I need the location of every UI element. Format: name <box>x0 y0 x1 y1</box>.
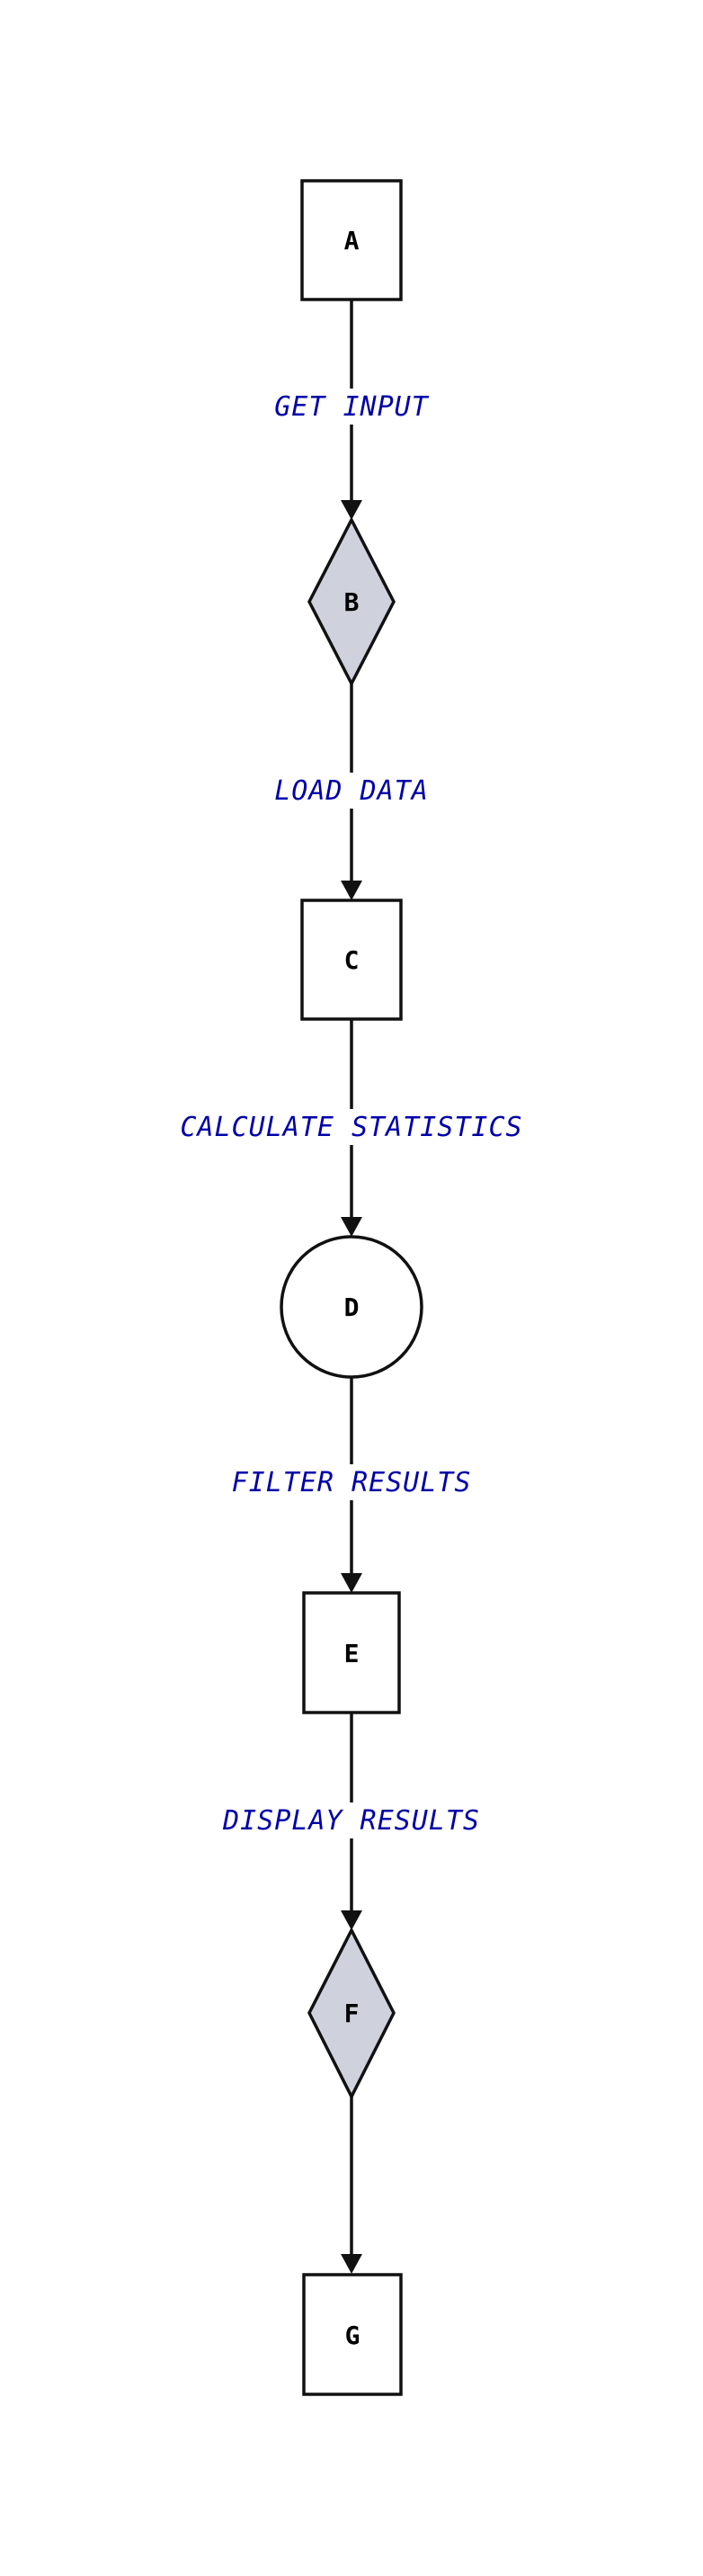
node-g-label: G <box>345 2321 360 2350</box>
edge-d-e: FILTER RESULTS <box>227 1377 476 1593</box>
edge-a-b-arrowhead <box>341 500 362 520</box>
node-a-label: A <box>344 226 360 255</box>
edge-e-f-arrowhead <box>341 1910 362 1930</box>
node-c-box <box>300 899 403 1021</box>
node-c-label: C <box>344 945 360 975</box>
edges-layer: GET INPUT LOAD DATA CALCULATE STATISTICS… <box>176 300 527 2274</box>
edge-f-g <box>341 2097 362 2274</box>
node-f-diamond <box>307 1927 396 2100</box>
node-e-label: E <box>344 1639 360 1668</box>
edge-b-c-label-bg <box>271 773 432 809</box>
edge-a-b: GET INPUT <box>271 300 432 520</box>
edge-d-e-arrowhead <box>341 1573 362 1593</box>
edge-c-d-arrowhead <box>341 1217 362 1237</box>
edge-f-g-arrowhead <box>341 2254 362 2274</box>
edge-b-c-label: LOAD DATA <box>274 775 429 807</box>
node-e: E <box>302 1591 401 1714</box>
edge-b-c: LOAD DATA <box>271 684 432 900</box>
node-c: C <box>300 899 403 1021</box>
node-g: G <box>302 2273 403 2396</box>
nodes-layer: A B C D E F G <box>280 179 423 2396</box>
node-g-box <box>302 2273 403 2396</box>
node-a-box <box>300 179 403 301</box>
edge-c-d: CALCULATE STATISTICS <box>176 1019 527 1237</box>
node-d-label: D <box>344 1292 360 1322</box>
node-b-label: B <box>344 587 360 617</box>
edge-b-c-arrowhead <box>341 881 362 900</box>
edge-a-b-label-bg <box>271 389 432 425</box>
edge-c-d-label-bg <box>176 1109 527 1145</box>
edge-a-b-label: GET INPUT <box>274 391 429 423</box>
node-a: A <box>300 179 403 301</box>
edge-d-e-label-bg <box>227 1464 476 1500</box>
edge-c-d-label: CALCULATE STATISTICS <box>180 1112 522 1143</box>
edge-d-e-label: FILTER RESULTS <box>232 1467 472 1498</box>
node-b-diamond <box>307 516 396 687</box>
node-f-label: F <box>344 1999 360 2028</box>
edge-e-f: DISPLAY RESULTS <box>218 1713 485 1930</box>
node-e-box <box>302 1591 401 1714</box>
node-b: B <box>307 516 396 687</box>
node-f: F <box>307 1927 396 2100</box>
edge-e-f-label-bg <box>218 1802 485 1838</box>
edge-e-f-label: DISPLAY RESULTS <box>222 1805 480 1837</box>
node-d-circle <box>280 1235 423 1379</box>
node-d: D <box>280 1235 423 1379</box>
